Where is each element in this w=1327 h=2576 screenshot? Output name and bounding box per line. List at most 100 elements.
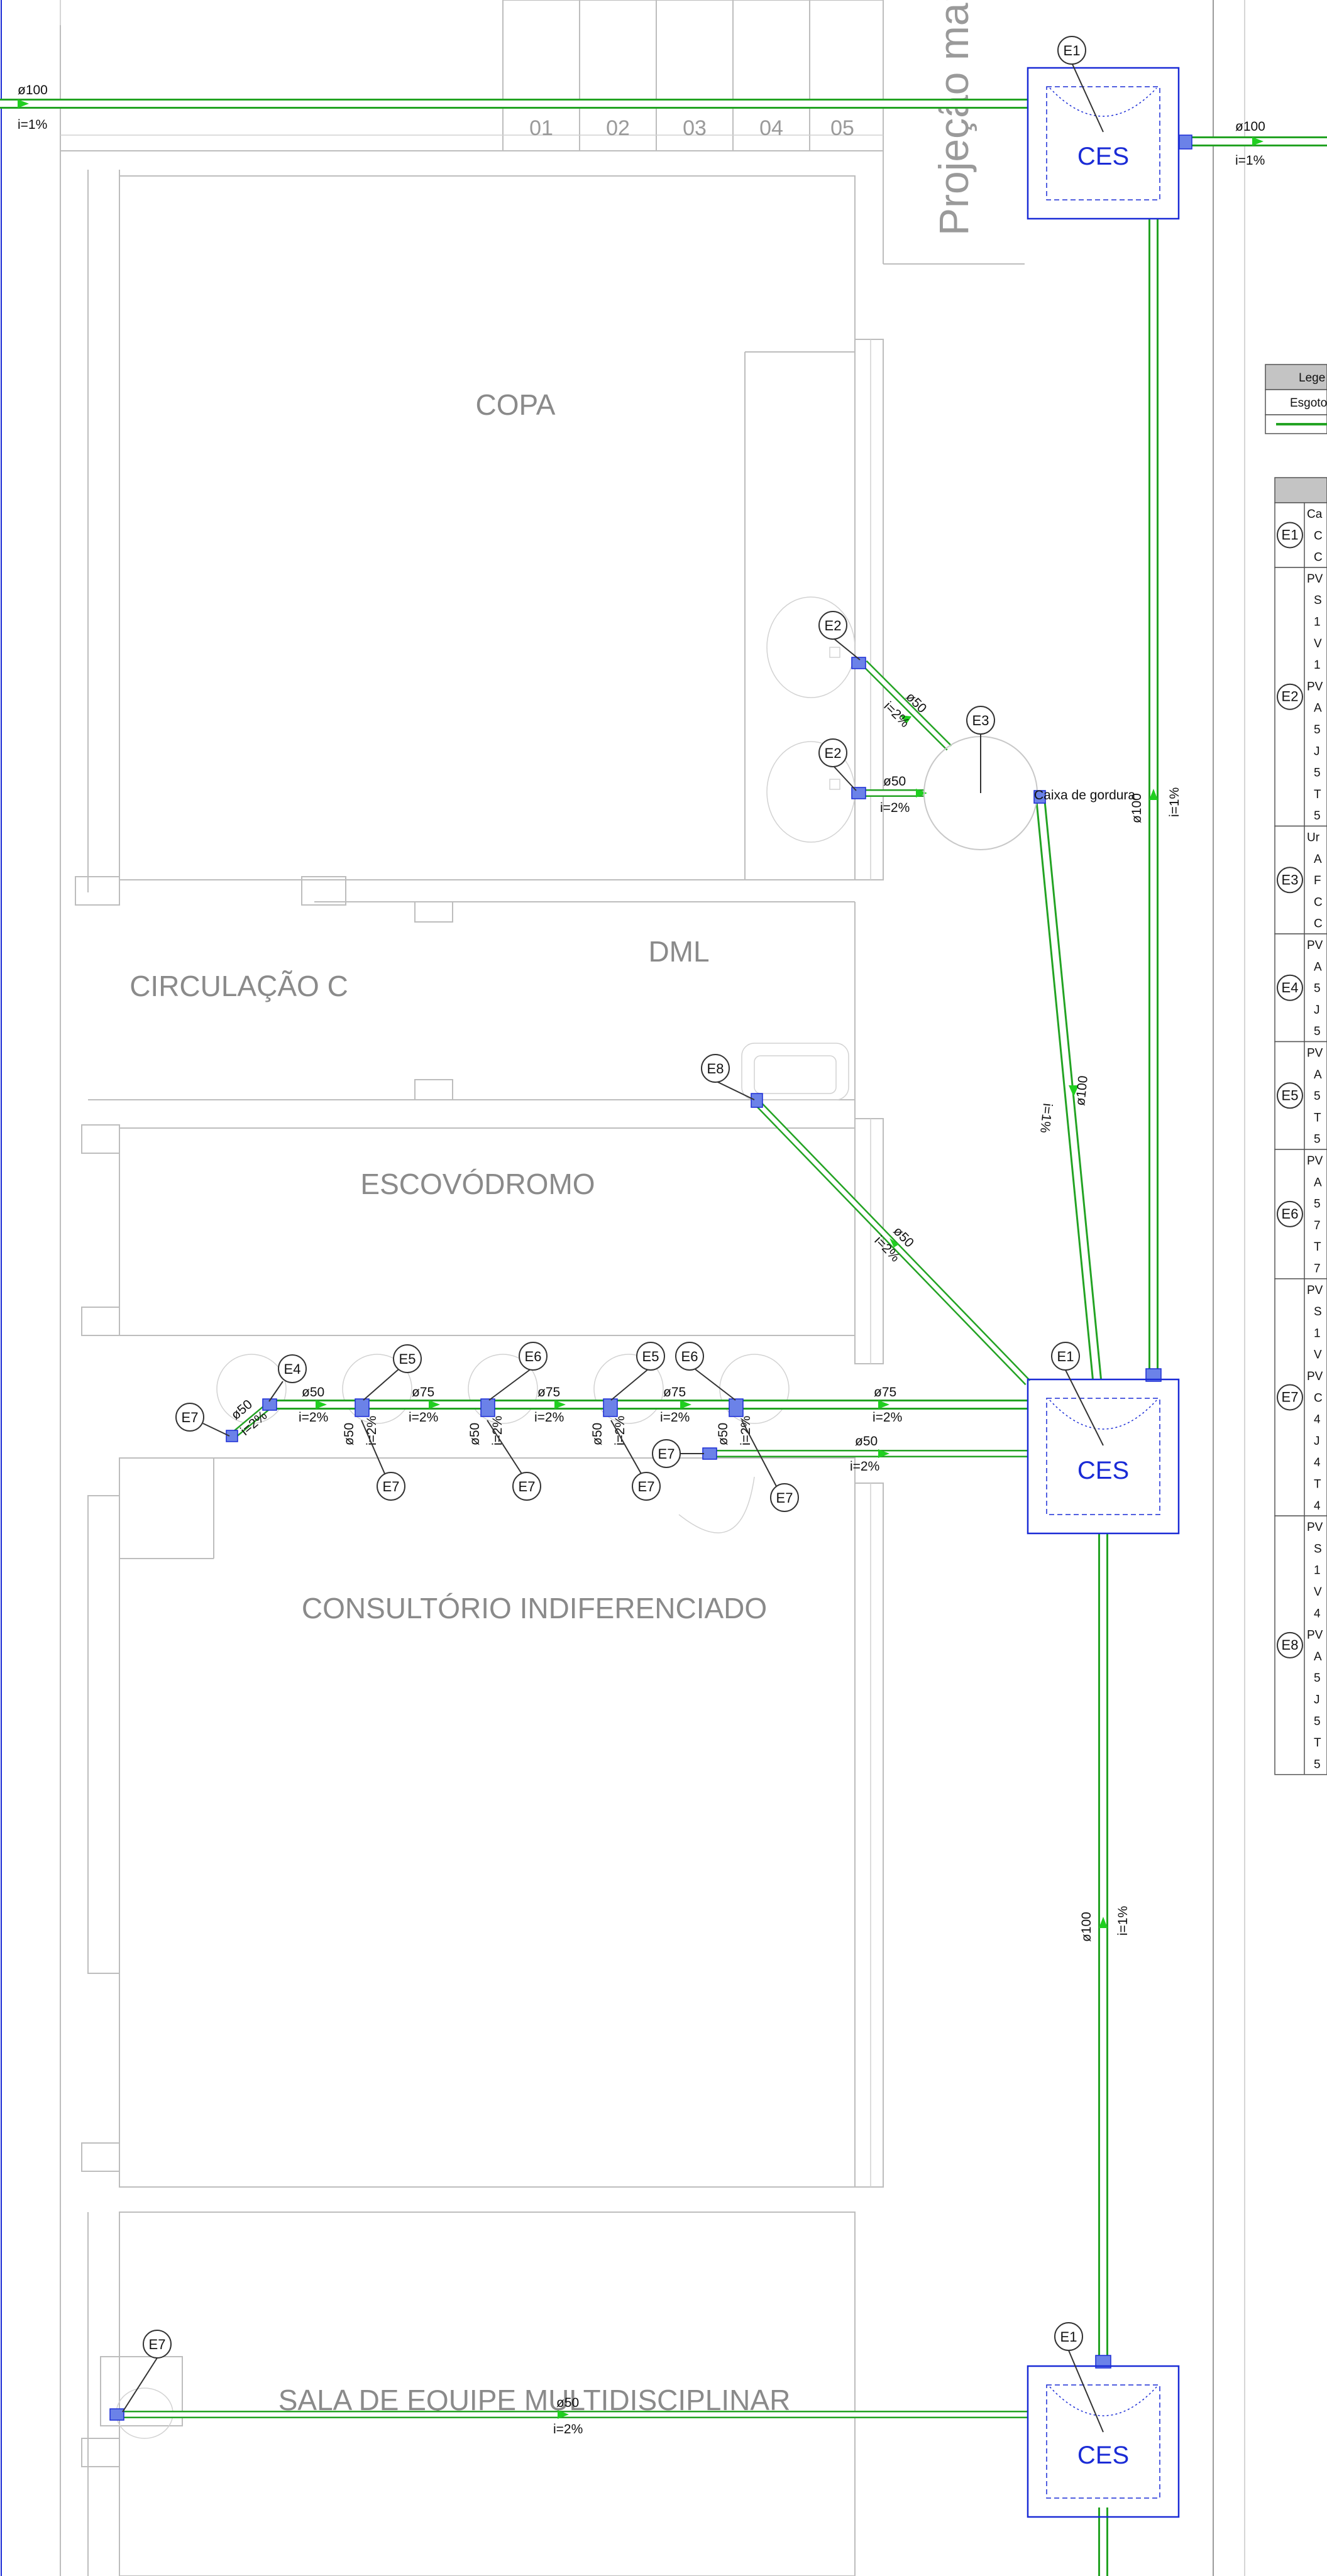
table-cell: 1 [1314,1327,1321,1340]
pipe-slope-label: i=2% [534,1410,564,1425]
flow-arrows [18,99,1264,2419]
table-cell: 7 [1314,1219,1321,1232]
table-cell: 1 [1314,616,1321,629]
table-tag-bubble [1277,1384,1303,1411]
stall-number: 02 [606,116,630,140]
table-tag-bubble [1277,974,1303,1001]
table-cell: J [1314,745,1320,758]
tag-bubble: E7 [149,2337,166,2352]
tag-bubble: E7 [519,1479,536,1494]
table-cell: T [1314,1241,1321,1254]
pipe-annotations: ø100 i=1% ø100 i=1% ø100 i=1% ø100 i=1% … [18,83,1265,2436]
stall-number: 03 [683,116,707,140]
table-cell: A [1314,702,1322,715]
ces-label: CES [1077,1457,1129,1484]
table-cell: PV [1307,1154,1323,1168]
table-tag-label: E6 [1282,1206,1299,1222]
table-cell: PV [1307,1629,1323,1642]
projection-label: Projeção mar [930,0,977,236]
pipe-diameter-label: ø75 [663,1385,686,1400]
pipe-slope-label: i=1% [1037,1102,1055,1133]
table-cell: V [1314,637,1322,650]
tag-bubble: E5 [399,1351,416,1367]
pipe-slope-label: i=2% [490,1416,505,1445]
room-label-circulacao: CIRCULAÇÃO C [129,970,348,1002]
pipe-slope-label: i=1% [1235,153,1265,168]
room-label-dml: DML [648,935,709,968]
pipe-slope-label: i=2% [299,1410,328,1425]
table-cell: V [1314,1349,1322,1362]
table-cell: C [1314,918,1323,931]
table-cell: 5 [1314,1758,1321,1771]
table-cell: S [1314,1542,1322,1555]
table-cell: C [1314,896,1323,909]
equipment-table: E1CaCCE2PVS1V1PVA5J5T5E3UrAFCCE4PVA5J5E5… [1274,477,1327,1775]
table-cell: Ca [1307,508,1323,521]
table-tag-bubble [1277,1631,1303,1658]
pipe-slope-label: i=2% [739,1416,753,1445]
table-tag-label: E5 [1282,1087,1299,1103]
pipe-diameter-label: ø75 [537,1385,560,1400]
table-tag-label: E1 [1282,527,1299,542]
table-tag-bubble [1277,1082,1303,1109]
room-label-consultorio: CONSULTÓRIO INDIFERENCIADO [302,1592,767,1625]
table-cell: PV [1307,1284,1323,1297]
table-tag-bubble [1277,867,1303,894]
pipe-slope-label: i=2% [873,1410,902,1425]
pipe-diameter-label: ø50 [883,774,906,789]
pipe-slope-label: i=2% [613,1416,627,1445]
pipe-diameter-label: ø100 [1130,793,1144,823]
pipe-slope-label: i=1% [1167,787,1182,817]
pipe-diameter-label: ø75 [874,1385,896,1400]
tag-bubble: E7 [658,1446,675,1462]
table-cell: PV [1307,1521,1323,1534]
table-cell: J [1314,1435,1320,1448]
room-label-escovodromo: ESCOVÓDROMO [360,1168,595,1200]
table-cell: A [1314,1650,1322,1663]
table-cell: PV [1307,939,1323,952]
pipe-slope-label: i=2% [409,1410,438,1425]
pipe-diameter-label: ø50 [468,1423,482,1445]
table-cell: 5 [1314,1672,1321,1685]
table-tag-label: E8 [1282,1637,1299,1653]
tag-bubble: E1 [1057,1349,1074,1364]
pipe-slope-label: i=2% [850,1459,879,1474]
table-cell: A [1314,853,1322,866]
room-label-copa: COPA [476,388,556,421]
pipe-diameter-label: ø100 [1235,119,1265,134]
table-cell: J [1314,1004,1320,1017]
legend-title: Lege [1299,371,1325,385]
table-cell: T [1314,1478,1321,1491]
grease-trap: Caixa de gordura [923,736,1135,850]
table-cell: 7 [1314,1263,1321,1276]
fittings [109,134,1192,2421]
table-cell: PV [1307,1047,1323,1060]
table-cell: 1 [1314,1564,1321,1577]
table-cell: S [1314,594,1322,607]
table-cell: 5 [1314,767,1321,780]
table-tag-bubble [1277,1200,1303,1227]
pipe-diameter-label: ø50 [302,1385,324,1400]
tag-bubble: E6 [525,1349,542,1364]
legend-box: Lege Esgoto [1265,364,1327,434]
table-cell: PV [1307,573,1323,586]
tag-bubble: E6 [681,1349,698,1364]
table-cell: A [1314,960,1322,973]
tag-bubble: E1 [1060,2329,1077,2345]
pipe-slope-label: i=2% [365,1416,379,1445]
table-tag-bubble [1277,683,1303,710]
table-cell: 4 [1314,1607,1321,1620]
table-cell: 1 [1314,659,1321,672]
table-cell: 4 [1314,1413,1321,1427]
sewage-pipes [0,99,1327,2576]
table-cell: V [1314,1586,1322,1599]
table-cell: 5 [1314,1198,1321,1211]
pipe-diameter-label: ø50 [716,1423,730,1445]
ces-label: CES [1077,143,1129,170]
tag-bubble: E2 [825,745,842,761]
tag-bubble: E5 [642,1349,659,1364]
tag-bubble: E7 [182,1410,199,1425]
table-cell: C [1314,529,1323,542]
pipe-diameter-label: ø50 [903,689,929,716]
